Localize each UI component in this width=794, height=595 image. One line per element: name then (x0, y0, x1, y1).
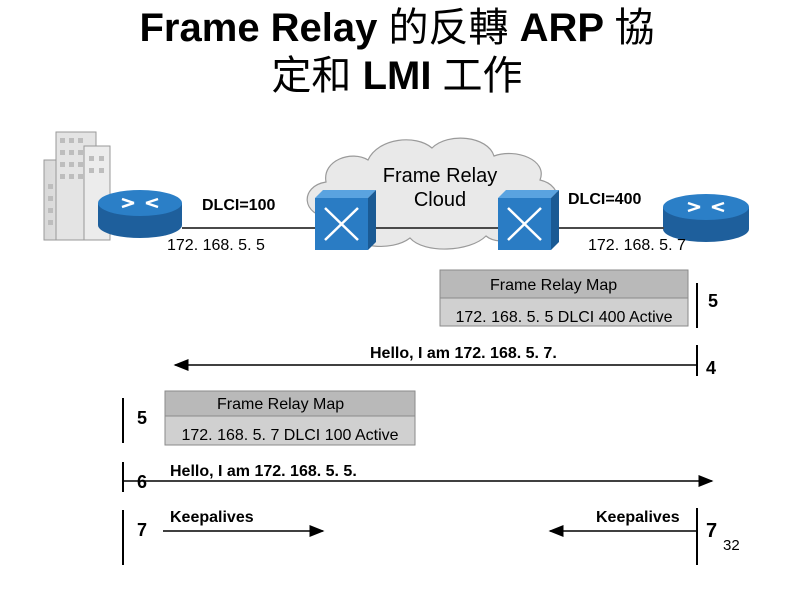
page-title: Frame Relay 的反轉 ARP 協 定和 LMI 工作 (0, 4, 794, 100)
left-dlci-label: DLCI=100 (202, 197, 276, 214)
right-step-5: 5 (708, 291, 719, 311)
hello-left-text: Hello, I am 172. 168. 5. 5. (170, 463, 357, 480)
right-dlci-label: DLCI=400 (568, 191, 642, 208)
left-step-6: 6 (137, 472, 148, 492)
title-line-2: 定和 LMI 工作 (271, 54, 523, 98)
left-map-title: Frame Relay Map (217, 396, 345, 413)
left-map-entry: 172. 168. 5. 7 DLCI 100 Active (181, 427, 399, 444)
right-step-7: 7 (706, 520, 718, 542)
page-number: 32 (723, 537, 740, 554)
keepalive-left-text: Keepalives (170, 509, 254, 526)
left-step-5: 5 (137, 408, 148, 428)
right-map-entry: 172. 168. 5. 5 DLCI 400 Active (455, 309, 673, 326)
left-switch-icon (315, 190, 376, 250)
right-step-4: 4 (706, 358, 717, 378)
cloud-label: Frame Relay Cloud (382, 165, 498, 211)
right-map-box (439, 269, 689, 327)
left-router-ip: 172. 168. 5. 5 (167, 237, 265, 254)
keepalive-right-text: Keepalives (596, 509, 680, 526)
left-step-7: 7 (137, 520, 148, 540)
right-switch-icon (498, 190, 559, 250)
right-map-title: Frame Relay Map (490, 277, 618, 294)
hello-right-text: Hello, I am 172. 168. 5. 7. (370, 345, 557, 362)
right-router-icon (663, 194, 749, 242)
title-line-1: Frame Relay 的反轉 ARP 協 (139, 6, 655, 50)
building-icon (43, 131, 111, 241)
left-map-box (164, 390, 416, 446)
right-router-ip: 172. 168. 5. 7 (588, 237, 686, 254)
left-router-icon (98, 190, 182, 238)
